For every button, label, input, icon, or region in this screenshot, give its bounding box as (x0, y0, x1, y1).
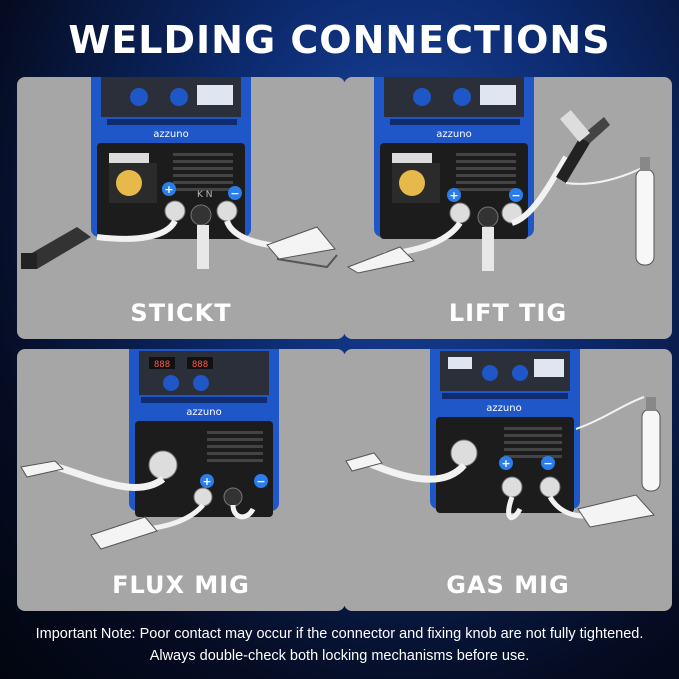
gas-knob (116, 170, 142, 196)
svg-text:+: + (501, 457, 510, 470)
svg-text:+: + (449, 189, 458, 202)
panel-label-lift-tig: LIFT TIG (448, 299, 568, 327)
panel-flux-mig: 888 888 azzuno − + FLUX MIG (17, 349, 345, 611)
electrode-holder-icon (21, 227, 91, 269)
ground-clamp-icon (266, 226, 338, 269)
svg-text:888: 888 (154, 360, 170, 370)
ground-clamp-icon (90, 516, 158, 550)
svg-text:azzuno: azzuno (436, 129, 471, 140)
stick-illustration: azzuno + − K N (21, 77, 338, 269)
ground-clamp-icon (346, 246, 416, 274)
panel-label-gas-mig: GAS MIG (446, 571, 570, 599)
panel-stick: azzuno + − K N STICKT (17, 77, 345, 339)
svg-text:−: − (543, 457, 552, 470)
gas-cylinder-icon (641, 397, 661, 492)
svg-text:azzuno: azzuno (486, 403, 521, 414)
svg-text:+: + (164, 183, 173, 196)
svg-text:azzuno: azzuno (186, 407, 221, 418)
mig-gun-icon (20, 460, 64, 478)
panel-lift-tig: azzuno + − LIFT TIG (344, 77, 672, 339)
gas-cylinder-icon (635, 157, 655, 266)
important-note-line-1: Important Note: Poor contact may occur i… (35, 626, 644, 642)
page-title: WELDING CONNECTIONS (68, 18, 611, 62)
svg-text:K N: K N (197, 190, 213, 200)
panel-gas-mig: azzuno + − GAS MIG (344, 349, 672, 611)
flux-mig-illustration: 888 888 azzuno − + (20, 349, 279, 550)
lift-tig-illustration: azzuno + − (346, 77, 655, 274)
svg-text:azzuno: azzuno (153, 129, 188, 140)
svg-text:−: − (230, 187, 239, 200)
ground-clamp-icon (577, 494, 655, 528)
tig-torch-icon (556, 110, 610, 183)
svg-text:+: + (202, 475, 211, 488)
svg-text:−: − (256, 475, 265, 488)
panel-label-flux-mig: FLUX MIG (112, 571, 250, 599)
svg-text:888: 888 (192, 360, 208, 370)
gas-mig-illustration: azzuno + − (345, 349, 661, 528)
panel-label-stick: STICKT (130, 299, 232, 327)
svg-text:−: − (511, 189, 520, 202)
important-note-line-2: Always double-check both locking mechani… (149, 648, 530, 664)
mig-gun-icon (345, 452, 383, 472)
